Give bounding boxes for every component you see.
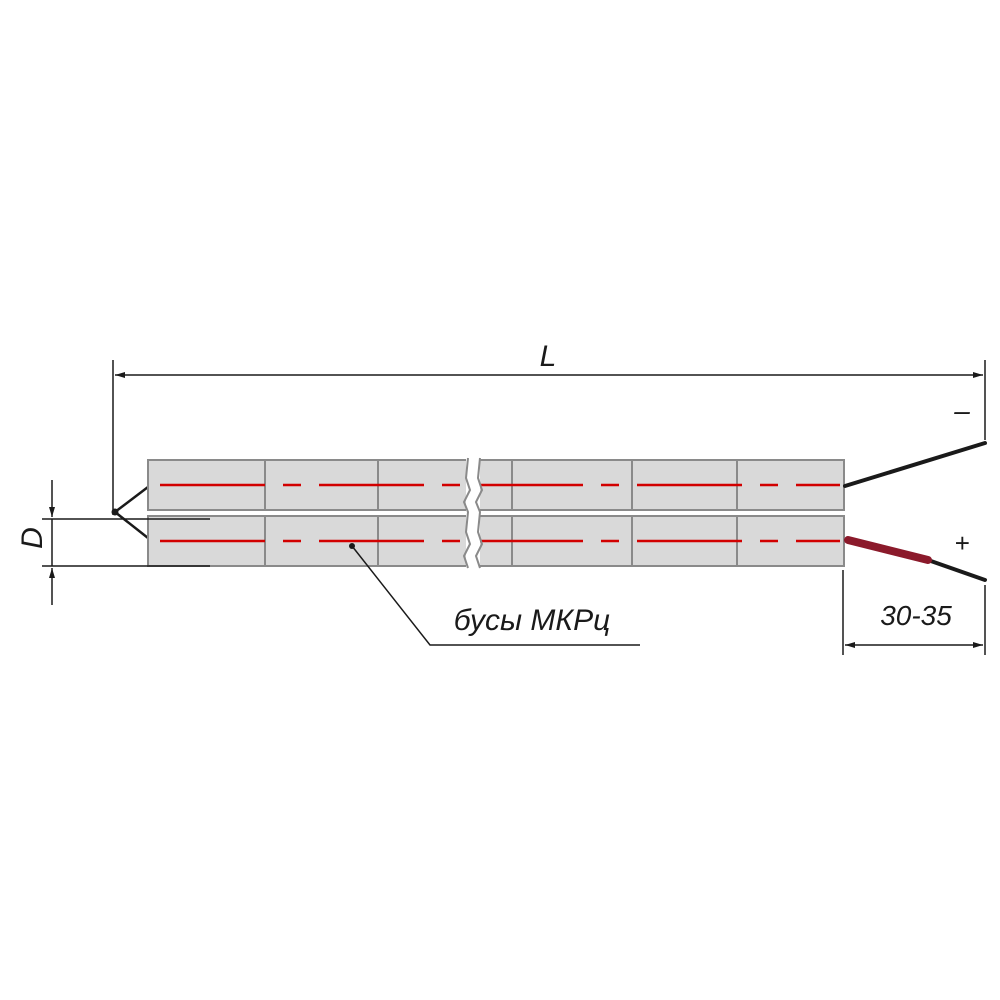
positive-polarity-label: +: [954, 528, 969, 558]
lead-wires: – +: [843, 395, 987, 582]
positive-lead-sleeve: [844, 536, 932, 564]
beads-callout: бусы МКРц: [349, 543, 640, 646]
positive-lead-tail: [926, 558, 987, 582]
junction-point: [111, 508, 119, 516]
lower-bead-string: [147, 515, 845, 567]
negative-polarity-label: –: [953, 395, 970, 426]
break-line-left: [462, 457, 472, 569]
upper-bead-string: [147, 459, 845, 511]
length-dimension: L: [112, 340, 986, 515]
break-symbol: [462, 455, 484, 571]
lead-length-label: 30-35: [880, 600, 952, 631]
diameter-label: D: [16, 527, 49, 549]
hot-junction: [111, 485, 150, 540]
callout-leader: [351, 545, 640, 646]
junction-wire: [112, 485, 150, 540]
break-line-right: [474, 457, 484, 569]
lead-length-dimension: 30-35: [842, 570, 986, 655]
diameter-dimension: D: [16, 480, 210, 605]
negative-lead: [843, 441, 987, 488]
beads-label: бусы МКРц: [454, 604, 610, 637]
length-label: L: [540, 340, 557, 373]
